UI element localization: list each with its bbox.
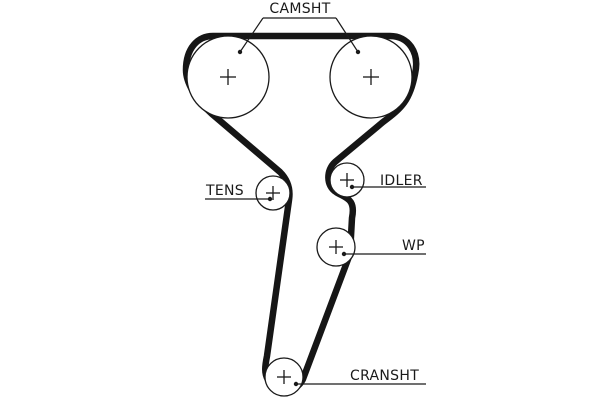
camshaft-callout: CAMSHT xyxy=(237,1,361,55)
water-pump-callout: WP xyxy=(341,238,426,257)
camshaft-right-pulley xyxy=(329,35,413,119)
camshaft-label: CAMSHT xyxy=(269,1,330,17)
crankshaft-pulley xyxy=(264,357,304,397)
idler-label: IDLER xyxy=(380,173,423,189)
idler-callout: IDLER xyxy=(349,173,426,190)
camshaft-left-pulley xyxy=(186,35,270,119)
crankshaft-callout: CRANSHT xyxy=(293,368,426,387)
idler-pulley xyxy=(329,162,365,198)
tensioner-label: TENS xyxy=(205,183,244,199)
crankshaft-label: CRANSHT xyxy=(350,368,419,384)
tensioner-callout: TENS xyxy=(205,183,273,202)
tensioner-pulley xyxy=(255,175,291,211)
water-pump-label: WP xyxy=(402,238,425,254)
water-pump-pulley xyxy=(316,227,356,267)
